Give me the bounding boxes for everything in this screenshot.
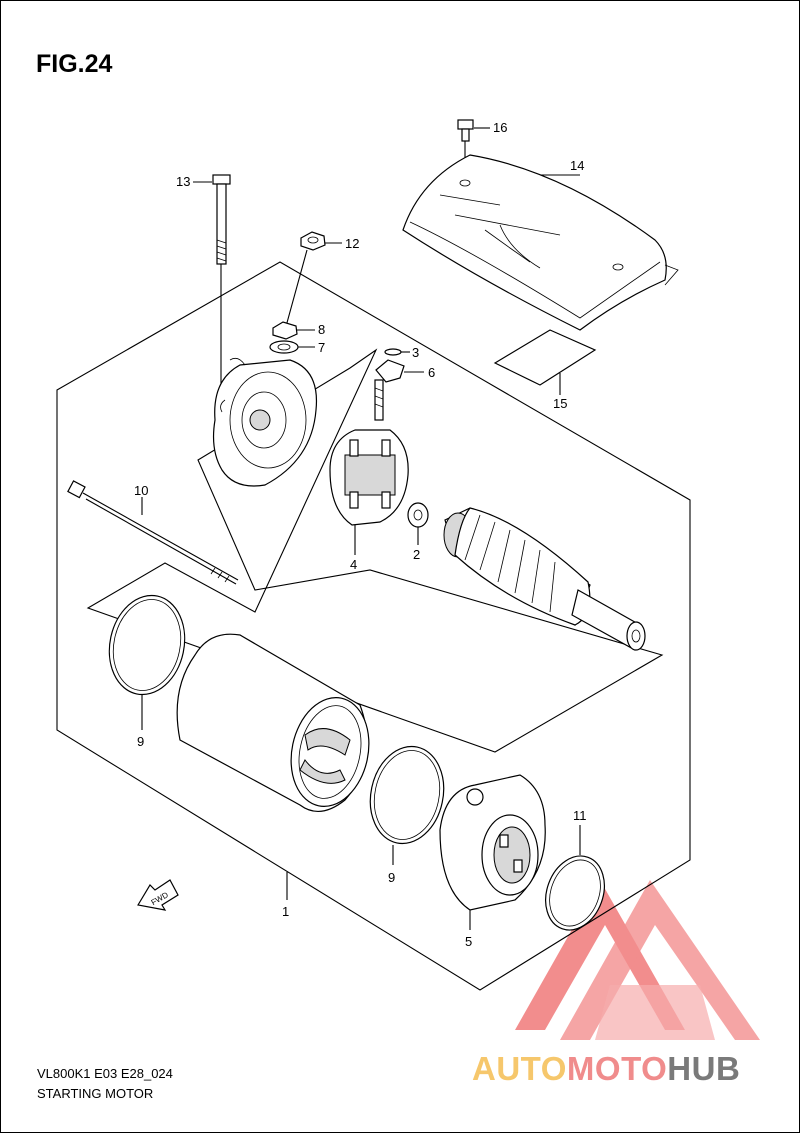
cover-14 — [402, 154, 679, 331]
o-ring-9-left — [108, 594, 186, 730]
callout-3: 3 — [412, 345, 419, 360]
callout-16: 16 — [493, 120, 507, 135]
model-code: VL800K1 E03 E28_024 — [37, 1066, 173, 1081]
callout-10: 10 — [134, 483, 148, 498]
callout-11: 11 — [573, 808, 587, 823]
assembly-boundary-outer — [56, 261, 691, 991]
nut-8 — [272, 321, 315, 340]
brush-holder-4 — [329, 379, 409, 555]
o-ring-9-right — [369, 745, 445, 865]
callout-12: 12 — [345, 236, 359, 251]
armature — [443, 507, 646, 651]
callout-13: 13 — [176, 174, 190, 189]
callout-9a: 9 — [137, 734, 144, 749]
terminal-6 — [375, 359, 424, 383]
through-bolt-10 — [67, 480, 239, 585]
nut-12 — [284, 231, 342, 331]
figure-caption: STARTING MOTOR — [37, 1086, 154, 1101]
watermark-moto: MOTO — [566, 1050, 668, 1087]
motor-yoke — [176, 633, 370, 812]
callout-7: 7 — [318, 340, 325, 355]
pad-15 — [493, 329, 597, 395]
washer-2 — [407, 502, 429, 545]
washer-7 — [269, 340, 315, 354]
end-cover-5 — [439, 774, 546, 930]
callout-8: 8 — [318, 322, 325, 337]
callout-1: 1 — [282, 904, 289, 919]
end-housing — [212, 357, 318, 487]
watermark-text: AUTOMOTOHUB — [472, 1050, 740, 1088]
callout-4: 4 — [350, 557, 357, 572]
callout-15: 15 — [553, 396, 567, 411]
watermark-logo — [515, 880, 760, 1040]
o-ring-11 — [545, 825, 605, 931]
callout-9b: 9 — [388, 870, 395, 885]
watermark-auto: AUTO — [472, 1050, 567, 1087]
callout-5: 5 — [465, 934, 472, 949]
callout-14: 14 — [570, 158, 584, 173]
figure-title: FIG.24 — [36, 50, 113, 78]
callout-2: 2 — [413, 547, 420, 562]
callout-6: 6 — [428, 365, 435, 380]
callout-labels: 1 2 3 4 5 6 7 8 9 9 10 11 12 13 14 15 16 — [134, 120, 587, 949]
bolt-13 — [193, 174, 231, 410]
fwd-arrow-icon: FWD — [137, 879, 179, 911]
assembly-boundary-inner — [86, 348, 664, 753]
watermark-hub: HUB — [667, 1050, 741, 1087]
clip-3 — [384, 348, 410, 356]
